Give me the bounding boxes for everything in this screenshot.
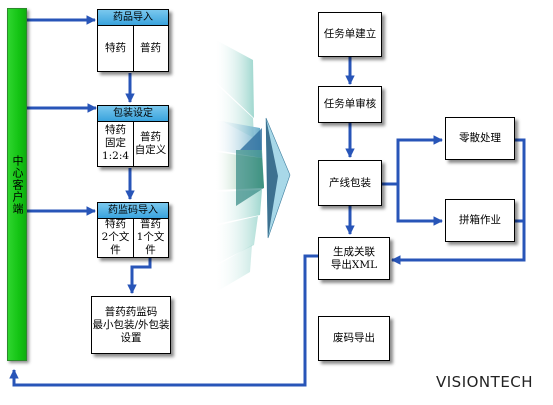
general-code-setting-box: 普药药监码 最小包装/外包装 设置 bbox=[91, 296, 171, 354]
arrow-xml-to-client bbox=[9, 254, 318, 387]
arrow-packaging-to-case bbox=[396, 184, 443, 226]
loose-processing-box: 零散处理 bbox=[445, 117, 515, 160]
arrow-trace-to-code-setting bbox=[127, 258, 152, 294]
waste-code-export-box: 废码导出 bbox=[318, 316, 390, 361]
central-client-label: 中心客户端 bbox=[11, 154, 24, 215]
generate-xml-box: 生成关联 导出XML bbox=[318, 237, 390, 280]
fan-decoration bbox=[216, 40, 291, 292]
packaging-setting-box: 包装设定 特药 固定 1:2:4 普药 自定义 bbox=[97, 105, 169, 167]
packaging-setting-general: 普药 自定义 bbox=[134, 130, 167, 156]
arrow-loose-to-xml bbox=[391, 138, 526, 265]
central-client-bar: 中心客户端 bbox=[7, 8, 27, 361]
packaging-setting-title: 包装设定 bbox=[98, 106, 168, 122]
trace-code-import-box: 药监码导入 特药 2个文 件 普药 1个文 件 bbox=[97, 202, 169, 258]
line-packaging-box: 产线包装 bbox=[318, 160, 382, 206]
task-create-box: 任务单建立 bbox=[318, 12, 382, 57]
drug-import-box: 药品导入 特药 普药 bbox=[97, 9, 169, 72]
arrow-packaging-to-loose bbox=[382, 135, 443, 186]
task-review-box: 任务单审核 bbox=[318, 86, 382, 123]
drug-import-general: 普药 bbox=[140, 41, 161, 54]
trace-code-import-special: 特药 2个文 件 bbox=[98, 218, 134, 257]
packaging-setting-special: 特药 固定 1:2:4 bbox=[98, 121, 134, 166]
trace-code-import-general: 普药 1个文 件 bbox=[136, 218, 165, 256]
trace-code-import-title: 药监码导入 bbox=[98, 203, 168, 219]
brand-logo-text: VISIONTECH bbox=[436, 373, 534, 391]
drug-import-special: 特药 bbox=[98, 25, 134, 71]
drug-import-title: 药品导入 bbox=[98, 10, 168, 26]
case-assembly-box: 拼箱作业 bbox=[445, 199, 515, 242]
